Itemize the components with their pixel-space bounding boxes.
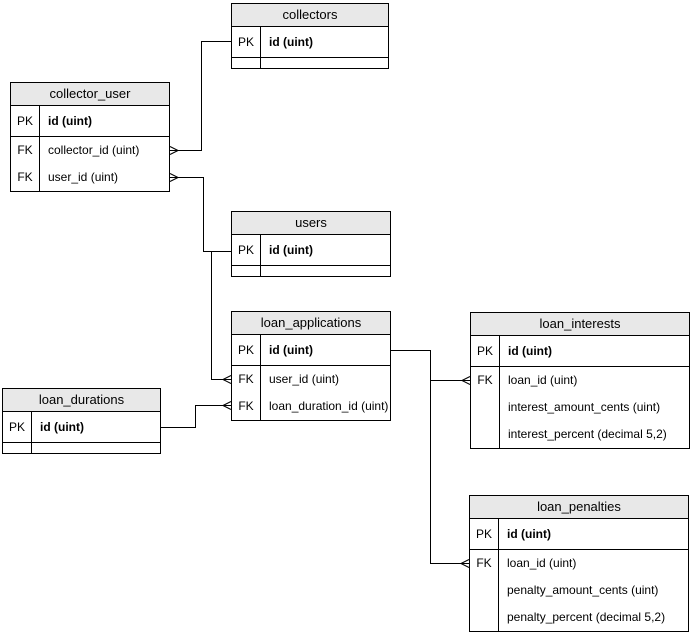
connector-line[interactable]	[391, 350, 470, 381]
field-column: collector_id (uint) user_id (uint)	[40, 137, 169, 191]
entity-title: loan_applications	[232, 312, 390, 335]
entity-users[interactable]: users PK id (uint)	[231, 211, 391, 277]
relation-collector-user-to-users[interactable]	[169, 173, 231, 252]
key-cell: FK	[17, 170, 33, 184]
key-cell: FK	[238, 399, 254, 413]
field-cell: user_id (uint)	[269, 372, 340, 386]
key-cell: PK	[470, 519, 499, 549]
entity-collectors[interactable]: collectors PK id (uint)	[231, 3, 389, 69]
key-column: FK	[470, 550, 499, 631]
field-cell: id (uint)	[40, 420, 84, 434]
crows-foot-many-icon	[222, 375, 232, 384]
key-column: FK FK	[232, 366, 261, 420]
field-cell	[261, 266, 390, 276]
pk-row: PK id (uint)	[232, 235, 390, 266]
pk-row: PK id (uint)	[232, 335, 390, 366]
crows-foot-many-icon	[222, 401, 232, 410]
key-cell	[471, 421, 499, 448]
field-cell: interest_amount_cents (uint)	[508, 400, 661, 414]
fk-section: FK loan_id (uint) interest_amount_cents …	[471, 367, 689, 448]
key-cell: PK	[11, 106, 40, 136]
key-cell	[232, 266, 261, 276]
fk-section: FK loan_id (uint) penalty_amount_cents (…	[470, 550, 688, 631]
field-column: loan_id (uint) penalty_amount_cents (uin…	[499, 550, 688, 631]
key-cell: FK	[477, 373, 493, 387]
field-cell: penalty_amount_cents (uint)	[507, 583, 659, 597]
entity-loan-penalties[interactable]: loan_penalties PK id (uint) FK loan_id (…	[469, 495, 689, 632]
entity-title: collector_user	[11, 83, 169, 106]
entity-title: collectors	[232, 4, 388, 27]
pk-row: PK id (uint)	[470, 519, 688, 550]
key-column: FK	[471, 367, 500, 448]
key-cell: PK	[232, 235, 261, 265]
field-cell: id (uint)	[269, 35, 313, 49]
pk-row: PK id (uint)	[3, 412, 160, 443]
entity-title: loan_interests	[471, 313, 689, 336]
relation-collector-user-to-collectors[interactable]	[169, 41, 231, 155]
key-cell	[232, 58, 261, 68]
connector-line[interactable]	[391, 350, 469, 564]
empty-row	[232, 58, 388, 68]
entity-title: loan_penalties	[470, 496, 688, 519]
pk-row: PK id (uint)	[11, 106, 169, 137]
field-cell: id (uint)	[269, 243, 313, 257]
key-cell: PK	[232, 27, 261, 57]
field-cell: loan_id (uint)	[508, 373, 578, 387]
relation-loan-applications-to-loan-durations[interactable]	[161, 401, 232, 428]
field-cell	[261, 58, 388, 68]
key-cell: FK	[476, 556, 492, 570]
connector-line[interactable]	[170, 41, 231, 151]
field-cell	[32, 443, 160, 453]
key-cell: PK	[3, 412, 32, 442]
field-cell: id (uint)	[508, 344, 552, 358]
entity-loan-interests[interactable]: loan_interests PK id (uint) FK loan_id (…	[470, 312, 690, 449]
relation-loan-applications-to-users[interactable]	[211, 251, 232, 384]
pk-row: PK id (uint)	[471, 336, 689, 367]
field-cell: loan_id (uint)	[507, 556, 577, 570]
field-cell: id (uint)	[269, 343, 313, 357]
key-cell	[3, 443, 32, 453]
entity-loan-applications[interactable]: loan_applications PK id (uint) FK FK use…	[231, 311, 391, 421]
key-cell	[470, 604, 498, 631]
field-cell: user_id (uint)	[48, 170, 119, 184]
relation-loan-interests-to-loan-applications[interactable]	[391, 350, 471, 385]
field-column: loan_id (uint) interest_amount_cents (ui…	[500, 367, 689, 448]
field-cell: loan_duration_id (uint)	[269, 399, 389, 413]
field-cell: id (uint)	[507, 527, 551, 541]
crows-foot-many-icon	[461, 376, 471, 385]
entity-title: loan_durations	[3, 389, 160, 412]
empty-row	[3, 443, 160, 453]
key-cell: FK	[238, 372, 254, 386]
crows-foot-many-icon	[169, 146, 179, 155]
field-cell: id (uint)	[48, 114, 92, 128]
connector-line[interactable]	[161, 405, 231, 428]
key-cell: PK	[471, 336, 500, 366]
connector-line[interactable]	[211, 251, 232, 380]
field-cell: collector_id (uint)	[48, 143, 140, 157]
entity-title: users	[232, 212, 390, 235]
relation-loan-penalties-to-loan-applications[interactable]	[391, 350, 470, 568]
crows-foot-many-icon	[460, 559, 470, 568]
key-cell: FK	[17, 143, 33, 157]
key-cell	[471, 394, 499, 421]
key-cell	[470, 577, 498, 604]
crows-foot-many-icon	[169, 173, 179, 182]
connector-line[interactable]	[170, 177, 231, 252]
fk-section: FK FK collector_id (uint) user_id (uint)	[11, 137, 169, 191]
entity-collector-user[interactable]: collector_user PK id (uint) FK FK collec…	[10, 82, 170, 192]
empty-row	[232, 266, 390, 276]
key-cell: PK	[232, 335, 261, 365]
key-column: FK FK	[11, 137, 40, 191]
pk-row: PK id (uint)	[232, 27, 388, 58]
field-cell: penalty_percent (decimal 5,2)	[507, 610, 666, 624]
fk-section: FK FK user_id (uint) loan_duration_id (u…	[232, 366, 390, 420]
field-cell: interest_percent (decimal 5,2)	[508, 427, 667, 441]
field-column: user_id (uint) loan_duration_id (uint)	[261, 366, 390, 420]
entity-loan-durations[interactable]: loan_durations PK id (uint)	[2, 388, 161, 454]
